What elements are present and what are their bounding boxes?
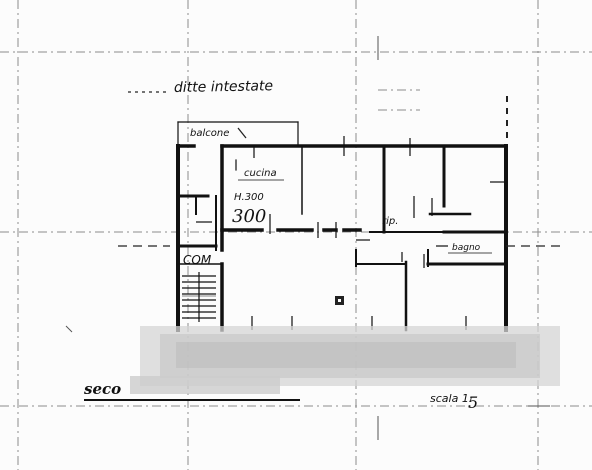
scale-number-mark: 5 — [468, 393, 478, 412]
room-label-ripostiglio: rip. — [382, 216, 398, 227]
survey-marks — [65, 36, 550, 440]
room-label-com: COM — [183, 253, 212, 267]
redacted-area — [130, 326, 560, 394]
dimension-value: 300 — [232, 206, 266, 227]
header-note: ditte intestate — [174, 78, 273, 96]
exterior-walls — [176, 144, 508, 332]
staircase — [182, 272, 216, 322]
floor-label: seco — [84, 380, 121, 398]
ceiling-height-label: H.300 — [234, 192, 264, 203]
room-label-cucina: cucina — [244, 168, 277, 179]
balcony-label-tick — [237, 127, 247, 139]
room-label-bagno: bagno — [452, 243, 481, 253]
interior-walls — [176, 144, 508, 332]
scale-note: scala 1: — [430, 392, 473, 405]
room-label-balcone: balcone — [190, 128, 229, 139]
door-marks — [196, 136, 504, 268]
balcony-outline — [177, 121, 299, 147]
column-marker-inner — [338, 299, 341, 302]
